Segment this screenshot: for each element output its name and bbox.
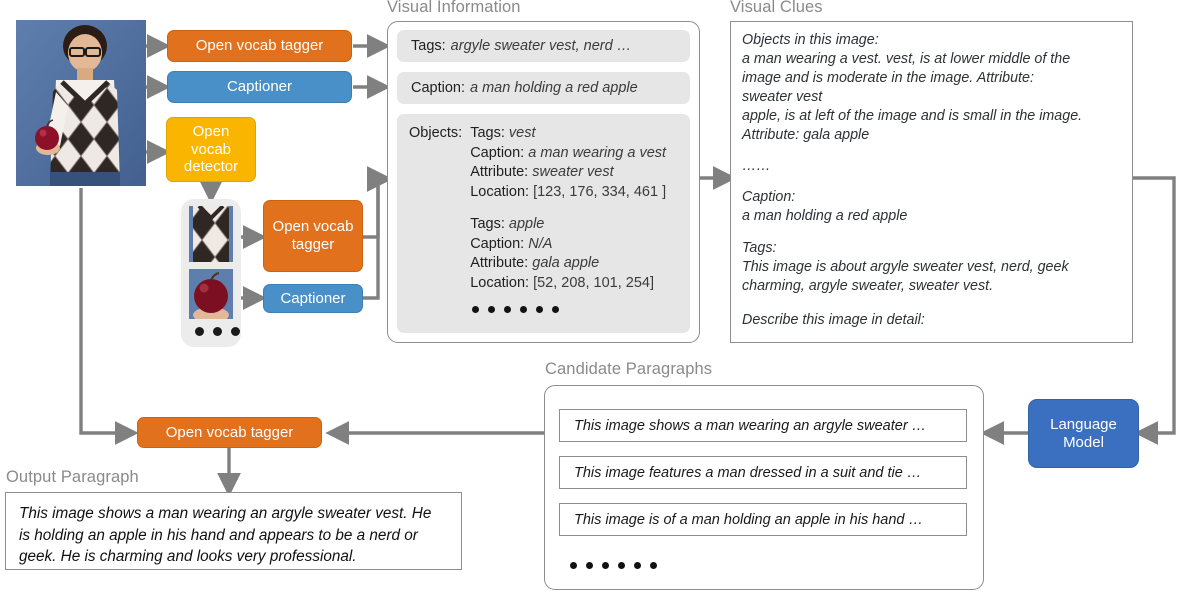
module-label: Language Model xyxy=(1050,415,1117,451)
objects-entries: Tags: vest Caption: a man wearing a vest… xyxy=(470,124,666,313)
obj2-tags-value: apple xyxy=(508,216,545,232)
obj2-caption-label: Caption: xyxy=(470,235,525,252)
output-paragraph-text: This image shows a man wearing an argyle… xyxy=(19,503,454,568)
output-line-3: geek. He is charming and looks very prof… xyxy=(19,548,357,566)
obj1-tags-value: vest xyxy=(508,125,536,141)
clue-objects-heading: Objects in this image: xyxy=(742,32,879,48)
crop-thumbnail-vest-illustration xyxy=(189,206,233,262)
clue-tags-line-1: This image is about argyle sweater vest,… xyxy=(742,259,1069,275)
section-label-visual-information: Visual Information xyxy=(387,0,521,16)
module-label: Open vocab tagger xyxy=(165,423,294,441)
candidate-paragraph-3[interactable]: This image is of a man holding an apple … xyxy=(559,503,967,536)
obj2-location-value: [52, 208, 101, 254] xyxy=(533,274,655,291)
obj1-caption-label: Caption: xyxy=(470,144,525,161)
clue-objects-line-5: Attribute: gala apple xyxy=(742,127,870,143)
visual-clues-panel xyxy=(730,21,1133,343)
module-label: Open vocab tagger xyxy=(195,37,324,55)
obj1-location-label: Location: xyxy=(470,183,530,200)
module-captioner-top[interactable]: Captioner xyxy=(167,71,352,103)
module-label: Open vocab tagger xyxy=(272,218,354,253)
clue-objects-line-1: a man wearing a vest. vest, is at lower … xyxy=(742,51,1071,67)
module-open-vocab-tagger-top[interactable]: Open vocab tagger xyxy=(167,30,352,62)
obj1-location-value: [123, 176, 334, 461 ] xyxy=(533,183,667,200)
crop-thumbnail-apple-illustration xyxy=(189,269,233,319)
object-entry-1: Tags: vest Caption: a man wearing a vest… xyxy=(470,124,666,202)
module-open-vocab-detector[interactable]: Open vocab detector xyxy=(166,117,256,182)
module-captioner-crop[interactable]: Captioner xyxy=(263,284,363,313)
obj2-attribute-value: gala apple xyxy=(532,255,600,271)
crop-more-dots xyxy=(195,327,240,336)
input-image-illustration xyxy=(16,20,146,186)
caption-label: Caption: xyxy=(411,80,466,96)
clue-objects-line-3: sweater vest xyxy=(742,89,823,105)
visual-clues-text: Objects in this image: a man wearing a v… xyxy=(742,31,1127,330)
clue-tags-line-2: charming, argyle sweater, sweater vest. xyxy=(742,278,994,294)
module-label: Captioner xyxy=(280,289,346,307)
tags-label: Tags: xyxy=(411,38,446,54)
obj1-attribute-label: Attribute: xyxy=(470,164,529,180)
object-entry-2: Tags: apple Caption: N/A Attribute: gala… xyxy=(470,215,666,293)
objects-label: Objects: xyxy=(409,125,463,141)
crop-thumbnail-vest xyxy=(189,206,233,262)
tags-value: argyle sweater vest, nerd … xyxy=(450,38,632,54)
caption-value: a man holding a red apple xyxy=(470,80,638,96)
module-label: Open vocab detector xyxy=(183,122,239,176)
module-open-vocab-tagger-bottom[interactable]: Open vocab tagger xyxy=(137,417,322,448)
crop-thumbnail-apple xyxy=(189,269,233,319)
obj1-tags-label: Tags: xyxy=(470,125,505,141)
section-label-output-paragraph: Output Paragraph xyxy=(6,468,139,486)
visual-info-caption-chip: Caption: a man holding a red apple xyxy=(397,72,690,104)
module-language-model[interactable]: Language Model xyxy=(1028,399,1139,468)
obj2-caption-value: N/A xyxy=(528,235,553,252)
section-label-candidate-paragraphs: Candidate Paragraphs xyxy=(545,360,713,378)
clue-instruction: Describe this image in detail: xyxy=(742,312,925,328)
clue-ellipsis: …… xyxy=(742,158,771,174)
clue-tags-heading: Tags: xyxy=(742,240,777,256)
obj2-location-label: Location: xyxy=(470,274,530,291)
input-image xyxy=(16,20,146,186)
obj2-attribute-label: Attribute: xyxy=(470,255,529,271)
visual-info-objects-chip: Objects: Tags: vest Caption: a man weari… xyxy=(397,114,690,333)
candidate-ellipsis-dots xyxy=(570,562,657,569)
module-label: Captioner xyxy=(226,78,293,96)
output-paragraph-panel xyxy=(5,492,462,570)
objects-ellipsis-dots xyxy=(472,306,666,313)
obj2-tags-label: Tags: xyxy=(470,216,505,232)
obj1-caption-value: a man wearing a vest xyxy=(528,144,667,161)
candidate-paragraph-1[interactable]: This image shows a man wearing an argyle… xyxy=(559,409,967,442)
crop-tray xyxy=(181,199,241,347)
clue-caption-text: a man holding a red apple xyxy=(742,208,908,224)
section-label-visual-clues: Visual Clues xyxy=(730,0,823,16)
output-line-1: This image shows a man wearing an argyle… xyxy=(19,505,432,522)
clue-objects-line-2: image and is moderate in the image. Attr… xyxy=(742,70,1034,86)
module-open-vocab-tagger-crop[interactable]: Open vocab tagger xyxy=(263,200,363,272)
clue-caption-heading: Caption: xyxy=(742,189,796,205)
clue-objects-line-4: apple, is at left of the image and is sm… xyxy=(742,108,1083,124)
output-line-2: is holding an apple in his hand and appe… xyxy=(19,526,418,544)
obj1-attribute-value: sweater vest xyxy=(532,164,614,180)
visual-info-tags-chip: Tags: argyle sweater vest, nerd … xyxy=(397,30,690,62)
candidate-paragraph-2[interactable]: This image features a man dressed in a s… xyxy=(559,456,967,489)
